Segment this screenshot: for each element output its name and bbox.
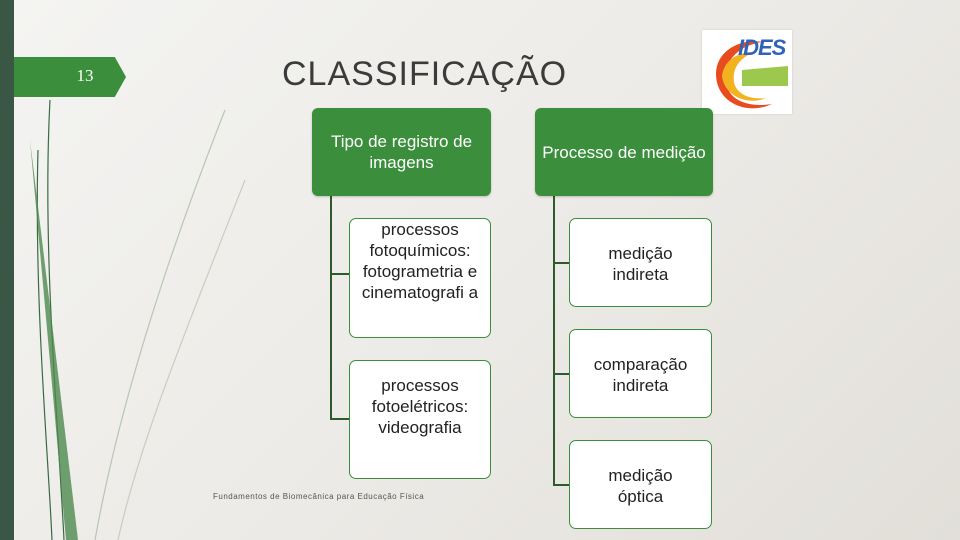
connector-right-vertical <box>553 196 555 486</box>
logo-text: IDES <box>738 35 785 61</box>
node-processos-fotoquimicos-label: processos fotoquímicos: fotogrametria e … <box>350 219 490 303</box>
node-comparacao-indireta: comparação indireta <box>569 329 712 418</box>
connector-right-3 <box>553 484 569 486</box>
connector-left-1 <box>330 273 349 275</box>
node-medicao-optica-label: medição óptica <box>570 465 711 507</box>
node-comparacao-indireta-label: comparação indireta <box>570 354 711 396</box>
header-processo-de-medicao-label: Processo de medição <box>542 142 705 163</box>
slide-number: 13 <box>70 66 100 86</box>
connector-left-vertical <box>330 196 332 420</box>
node-processos-fotoeletricos: processos fotoelétricos: videografia <box>349 360 491 479</box>
node-medicao-optica: medição óptica <box>569 440 712 529</box>
slide-footer: Fundamentos de Biomecânica para Educação… <box>213 492 424 501</box>
header-processo-de-medicao: Processo de medição <box>535 108 713 196</box>
node-medicao-indireta: medição indireta <box>569 218 712 307</box>
slide-title: CLASSIFICAÇÃO <box>282 55 567 94</box>
node-processos-fotoeletricos-label: processos fotoelétricos: videografia <box>350 375 490 438</box>
connector-right-2 <box>553 373 569 375</box>
connector-right-1 <box>553 262 569 264</box>
header-tipo-de-registro: Tipo de registro de imagens <box>312 108 491 196</box>
connector-left-2 <box>330 418 349 420</box>
node-processos-fotoquimicos: processos fotoquímicos: fotogrametria e … <box>349 218 491 338</box>
ides-logo: IDES <box>702 30 792 114</box>
header-tipo-de-registro-label: Tipo de registro de imagens <box>312 131 491 173</box>
node-medicao-indireta-label: medição indireta <box>570 243 711 285</box>
